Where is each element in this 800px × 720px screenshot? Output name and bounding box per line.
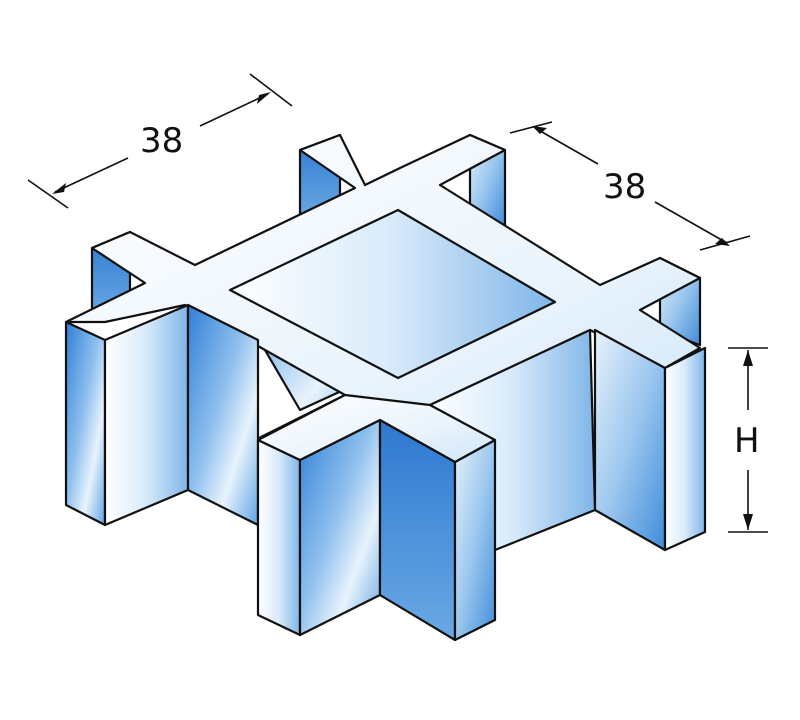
dimension-label-top-width: 38 bbox=[140, 121, 183, 161]
dimension-top-width: 38 bbox=[27, 73, 293, 209]
front-post-end-face bbox=[453, 438, 497, 642]
dimension-top-depth: 38 bbox=[509, 121, 751, 251]
left-post-end-face bbox=[186, 303, 260, 527]
right-post-inner-face bbox=[593, 328, 667, 552]
front-post-left-face bbox=[256, 438, 302, 637]
lattice-opening-center bbox=[228, 208, 557, 380]
left-post-front-face bbox=[64, 320, 107, 527]
right-post-front-face bbox=[663, 346, 707, 552]
left-post-side-face bbox=[103, 303, 190, 527]
dimension-label-height: H bbox=[734, 421, 760, 461]
dimension-label-top-depth: 38 bbox=[603, 167, 646, 207]
dimension-height: H bbox=[728, 347, 768, 533]
front-post-top bbox=[256, 393, 497, 464]
